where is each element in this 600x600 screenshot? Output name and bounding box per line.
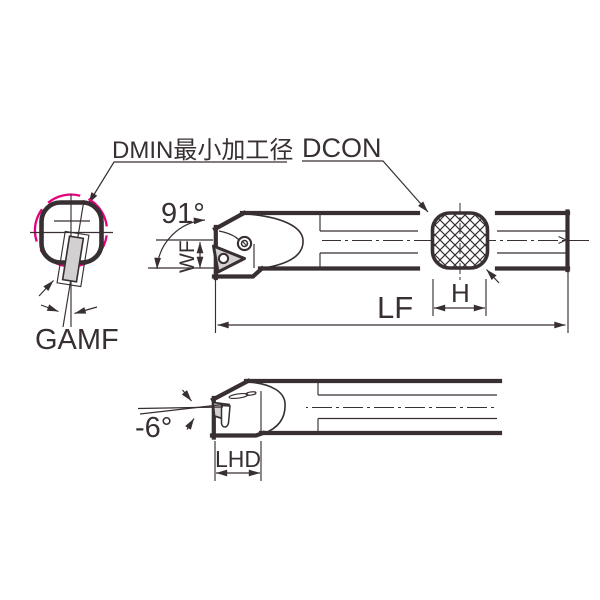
chipbreaker-line-2 [245, 391, 257, 396]
pocket-curve [246, 213, 304, 269]
dmin-leader [87, 161, 287, 204]
h-label: H [451, 278, 470, 308]
dcon-label: DCON [302, 133, 382, 163]
lf-label: LF [377, 290, 413, 325]
lhd-label: LHD [215, 446, 261, 472]
rake-angle-line [139, 403, 224, 415]
rake-arrow-top [181, 389, 192, 402]
lf-dimension: LF [214, 270, 569, 333]
gamf-label: GAMF [35, 324, 119, 356]
wf-label: WF [176, 240, 199, 273]
dmin-label: DMIN最小加工径 [112, 137, 293, 164]
gamf-arrow-right [74, 306, 98, 315]
insert-pointer-arrow [38, 280, 54, 297]
rake-arrow-bottom [185, 418, 195, 430]
dcon-second-arrow [486, 269, 500, 284]
insert-pocket-outline [56, 230, 90, 288]
insert-hole [217, 252, 230, 265]
bottom-head-chamfer [210, 378, 251, 403]
lhd-extension-lines [214, 441, 262, 481]
lead-angle-label: 91° [161, 198, 205, 230]
bottom-pocket-curve [248, 381, 286, 435]
lead-angle-indicator: 91° [148, 198, 215, 270]
end-view-insert [56, 230, 90, 288]
h-extension-lines [432, 279, 487, 316]
insert-edge [61, 235, 85, 283]
h-dimension: H [432, 278, 487, 316]
rake-angle-label: -6° [135, 412, 172, 444]
clamp-screw [236, 235, 253, 252]
rake-reference-line [137, 406, 224, 410]
lead-angle-arc [154, 217, 206, 270]
gamf-angle-indicator: GAMF [35, 304, 119, 356]
chipbreaker-line-1 [228, 392, 249, 400]
dcon-leader [302, 160, 429, 213]
bottom-clamp-detail [220, 404, 231, 428]
lhd-dimension: LHD [214, 441, 262, 481]
bottom-view: -6° LHD [135, 378, 503, 481]
callouts: DMIN最小加工径 DCON [87, 133, 500, 284]
shank-cross-section [430, 203, 490, 280]
bore-lines [320, 230, 566, 254]
gamf-arrow-left [40, 304, 59, 313]
center-mark [558, 235, 567, 245]
bottom-bore-lines [318, 394, 497, 420]
side-view: 91° WF H LF [148, 198, 592, 333]
head-bottom-edge [211, 265, 265, 279]
rake-angle-indicator: -6° [135, 389, 224, 444]
head-chamfer [212, 210, 247, 232]
lf-extension-lines [214, 270, 569, 333]
wf-dimension: WF [156, 239, 213, 273]
end-view: GAMF [30, 193, 119, 356]
